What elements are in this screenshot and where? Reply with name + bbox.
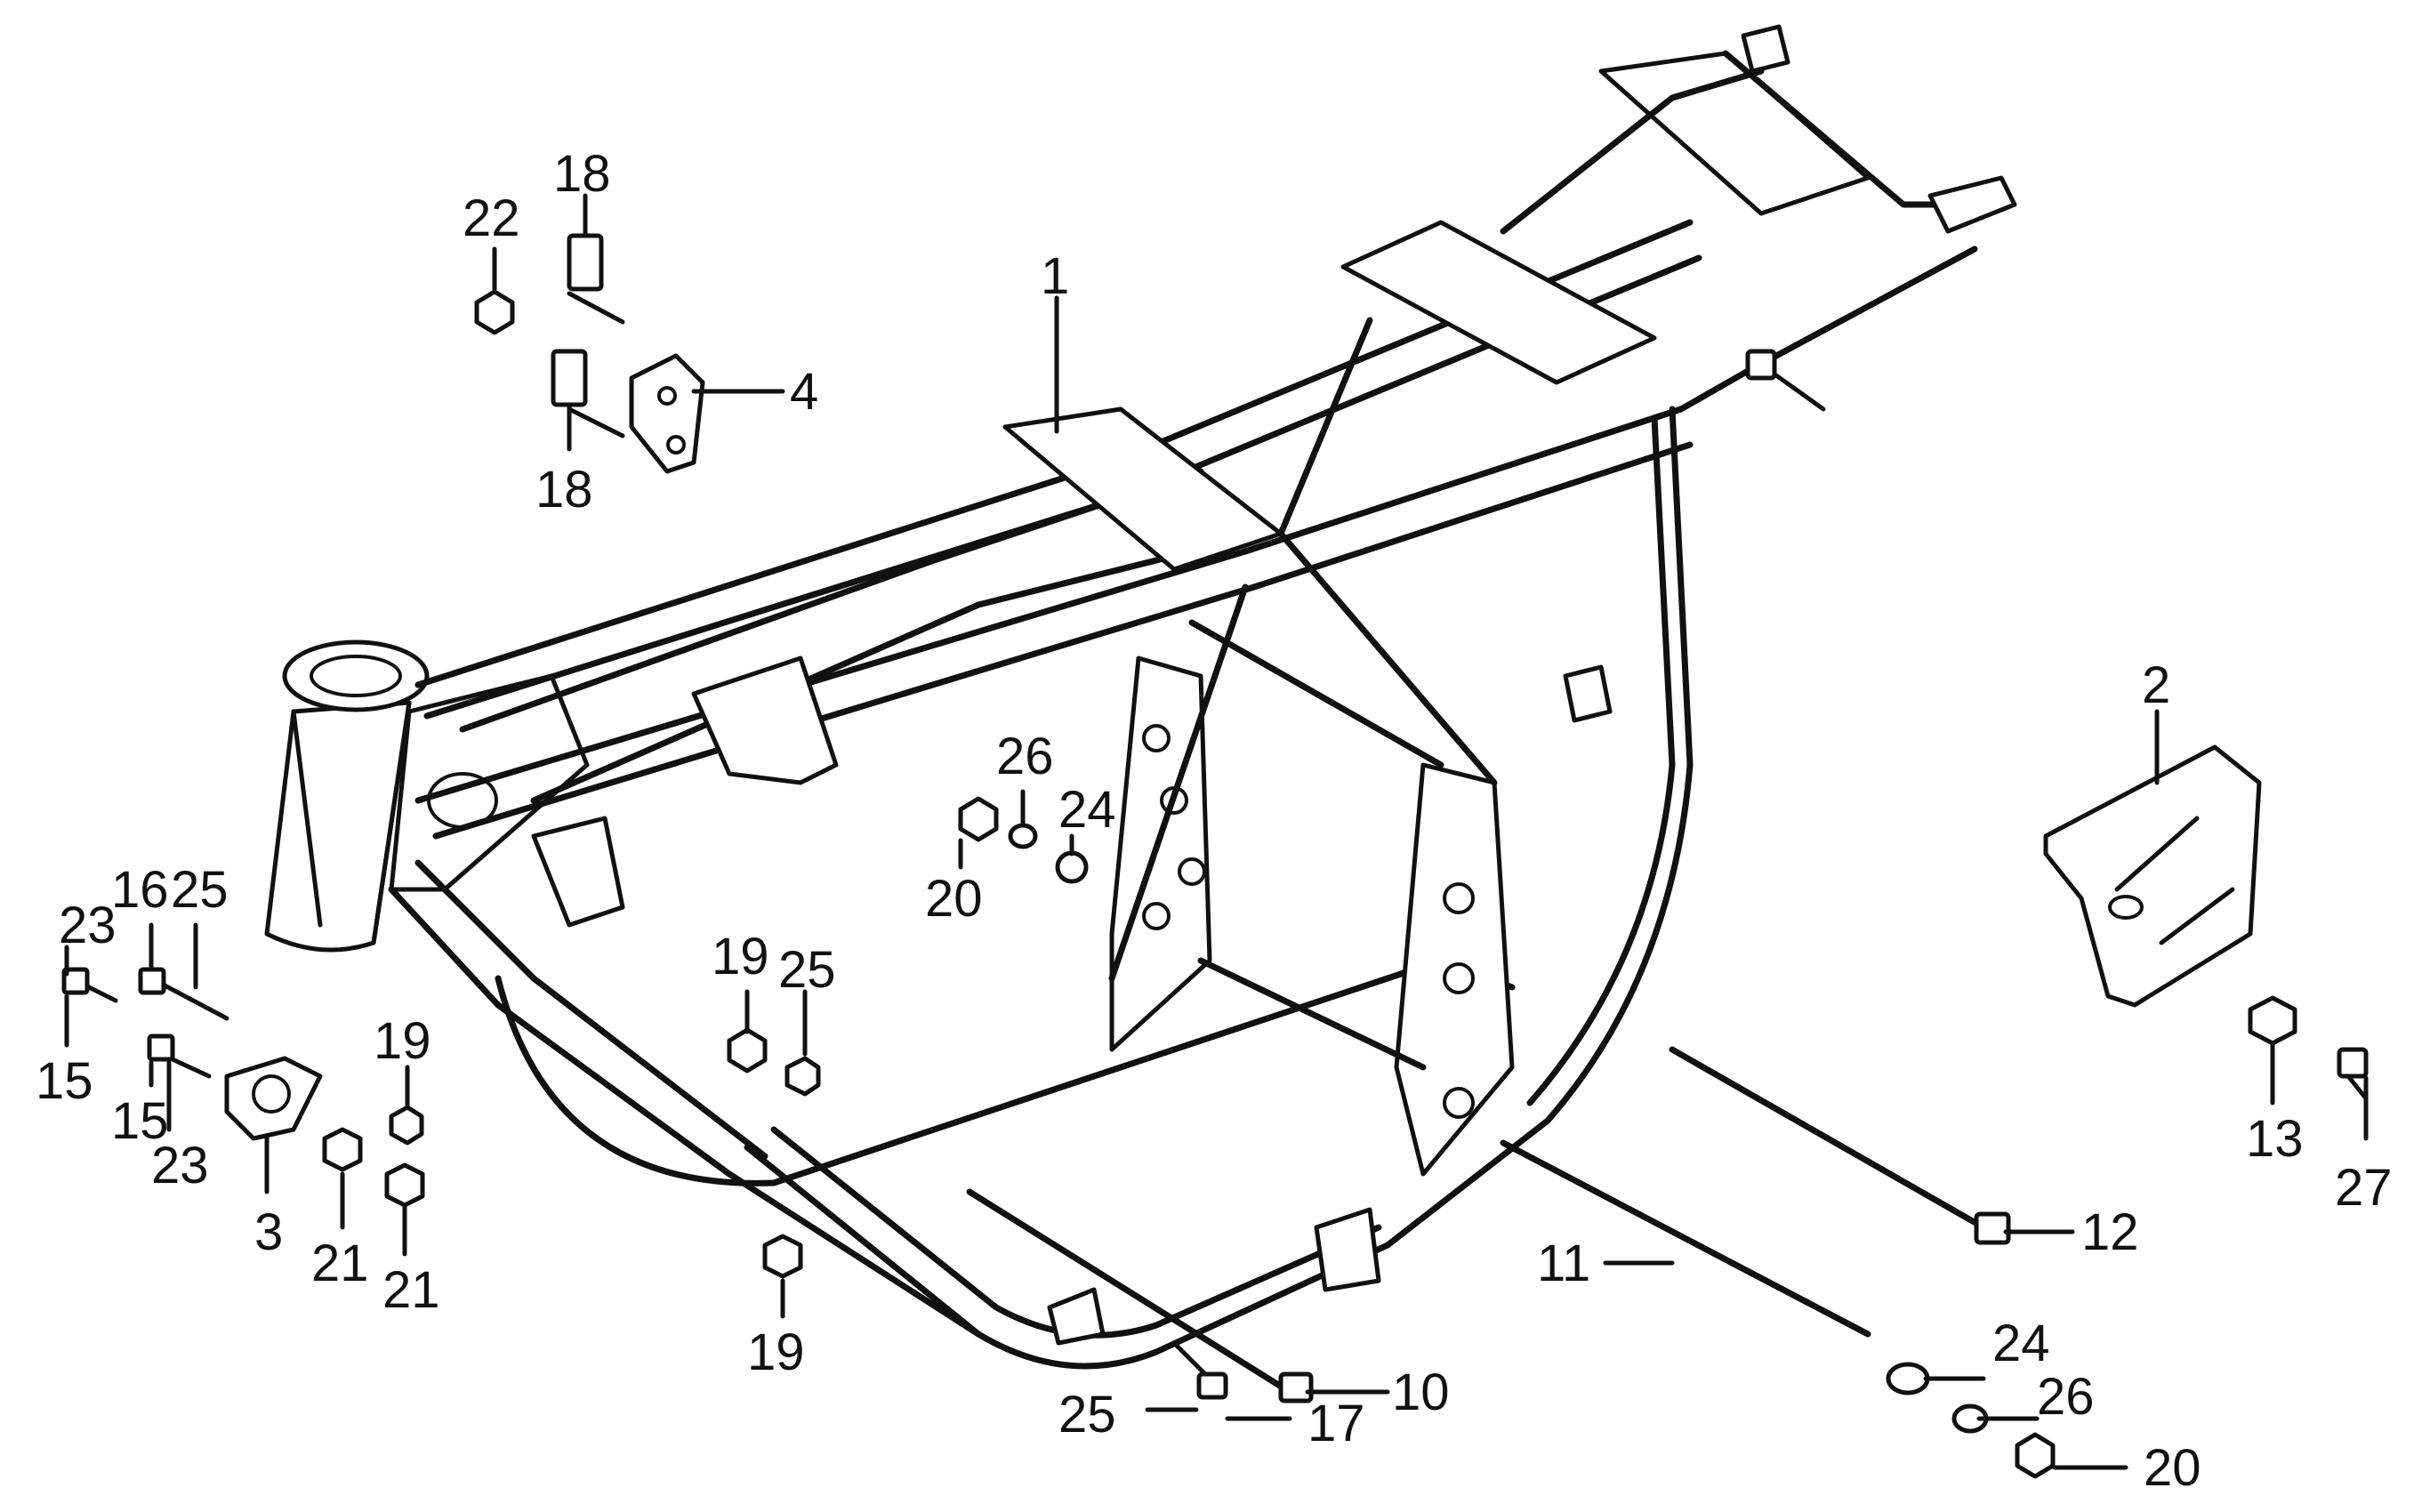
callout-4: 4 xyxy=(790,363,818,421)
callout-19b: 19 xyxy=(374,1012,431,1070)
callout-18b: 18 xyxy=(535,461,593,519)
callout-20b: 20 xyxy=(2144,1439,2201,1497)
side-cover-part xyxy=(2043,744,2262,1008)
small-hardware xyxy=(61,233,2369,1479)
callout-labels: 1 2 3 4 10 11 12 13 15 15 16 17 18 18 19… xyxy=(36,145,2393,1497)
callout-26a: 26 xyxy=(996,728,1054,785)
callout-2: 2 xyxy=(2142,656,2170,714)
callout-11: 11 xyxy=(1537,1235,1590,1292)
callout-24a: 24 xyxy=(1058,781,1116,839)
callout-24b: 24 xyxy=(1992,1315,2050,1372)
plate-part-3 xyxy=(224,1056,323,1141)
callout-25b: 25 xyxy=(778,941,836,999)
callout-22: 22 xyxy=(463,189,520,247)
callout-13: 13 xyxy=(2246,1110,2304,1168)
callout-18a: 18 xyxy=(553,145,611,203)
callout-12: 12 xyxy=(2081,1203,2139,1261)
callout-19a: 19 xyxy=(712,928,769,985)
callout-25c: 25 xyxy=(1058,1386,1116,1444)
callout-25a: 25 xyxy=(171,861,229,919)
callout-10: 10 xyxy=(1392,1363,1450,1421)
main-frame xyxy=(264,24,2017,1370)
callout-23b: 23 xyxy=(151,1137,209,1194)
long-bolts xyxy=(966,1046,2011,1403)
leader-lines xyxy=(64,193,2369,1470)
callout-15b: 15 xyxy=(111,1092,169,1150)
callout-21b: 21 xyxy=(382,1261,440,1319)
callout-26b: 26 xyxy=(2037,1368,2095,1426)
callout-20a: 20 xyxy=(925,870,983,928)
callout-3: 3 xyxy=(254,1203,283,1261)
callout-27: 27 xyxy=(2335,1159,2393,1217)
callout-1: 1 xyxy=(1041,247,1069,305)
callout-17: 17 xyxy=(1308,1395,1365,1452)
bracket-part-4 xyxy=(629,353,705,474)
callout-15a: 15 xyxy=(36,1052,93,1110)
callout-21a: 21 xyxy=(311,1235,369,1292)
callout-23a: 23 xyxy=(59,897,117,954)
callout-19c: 19 xyxy=(747,1323,805,1381)
callout-16: 16 xyxy=(111,861,169,919)
